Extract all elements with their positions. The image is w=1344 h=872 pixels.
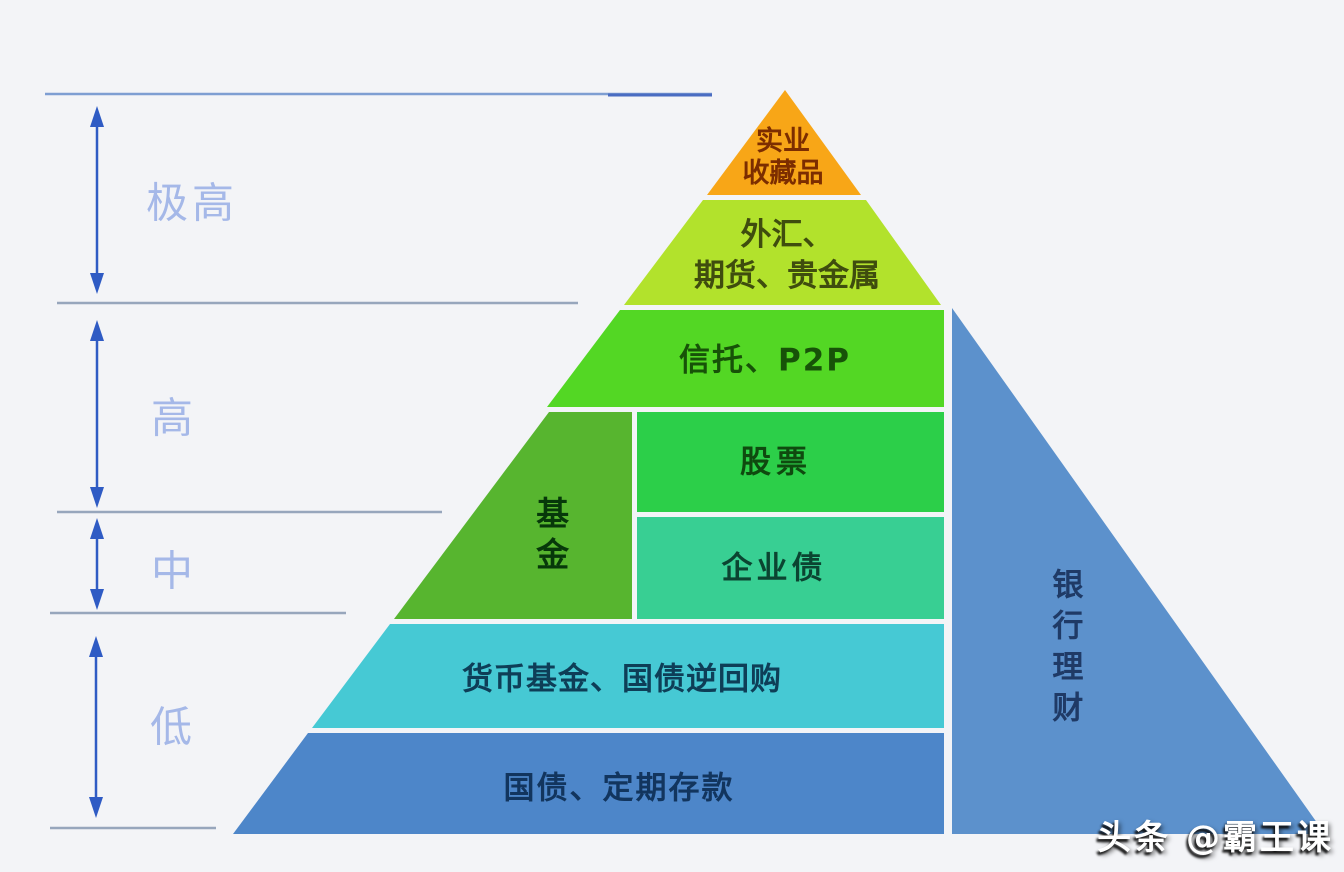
label-line: 期货、贵金属 <box>694 258 880 294</box>
pyramid-layer-industry-collectibles-shape <box>707 90 861 195</box>
arrow-head-down <box>90 273 104 294</box>
arrow-head-down <box>90 487 104 508</box>
risk-label-medium: 中 <box>150 546 198 596</box>
pyramid-layer-corporate-bonds-label: 企业债 <box>721 550 827 587</box>
arrow-head-up <box>89 636 103 657</box>
risk-range-arrow-low <box>89 636 103 818</box>
label-line: 实业 <box>756 126 810 158</box>
pyramid-layer-stocks-shape <box>637 412 944 512</box>
pyramid-layer-treasury-deposit-shape <box>233 733 944 834</box>
pyramid-layer-trust-p2p-shape <box>547 310 944 407</box>
risk-range-arrow-high <box>90 320 104 508</box>
arrow-head-up <box>90 518 104 539</box>
pyramid-layer-funds-label: 基金 <box>530 496 570 578</box>
arrow-head-down <box>89 797 103 818</box>
pyramid-layer-stocks-label: 股票 <box>740 444 812 481</box>
label-line: 收藏品 <box>742 158 824 189</box>
pyramid-layer-industry-collectibles-label: 实业 收藏品 <box>743 126 824 190</box>
pyramid-layer-trust-p2p-label: 信托、P2P <box>678 342 852 379</box>
pyramid-layer-treasury-deposit-label: 国债、定期存款 <box>503 770 735 807</box>
arrow-head-up <box>90 106 104 127</box>
arrow-head-down <box>90 589 104 610</box>
risk-label-extreme-high: 极高 <box>145 178 239 228</box>
pyramid-layer-money-fund-repo-shape <box>312 624 944 728</box>
pyramid-layer-bank-wealth-label: 银行理财 <box>1046 568 1083 732</box>
pyramid-layer-bank-wealth-shape <box>952 308 1325 834</box>
risk-label-low: 低 <box>149 702 197 752</box>
pyramid-layer-corporate-bonds-shape <box>637 517 944 619</box>
pyramid-layer-funds-shape <box>394 412 632 619</box>
risk-range-arrow-medium <box>90 518 104 610</box>
pyramid-layer-money-fund-repo-label: 货币基金、国债逆回购 <box>462 661 782 698</box>
arrow-head-up <box>90 320 104 341</box>
pyramid-layer-forex-futures-label: 外汇、 期货、贵金属 <box>694 215 880 297</box>
watermark-toutiao: 头条 @霸王课 <box>1097 818 1334 858</box>
pyramid-layer-forex-futures-shape <box>624 200 941 305</box>
risk-label-high: 高 <box>150 393 198 443</box>
risk-range-arrow-extreme-high <box>90 106 104 294</box>
label-line: 外汇、 <box>740 217 834 254</box>
